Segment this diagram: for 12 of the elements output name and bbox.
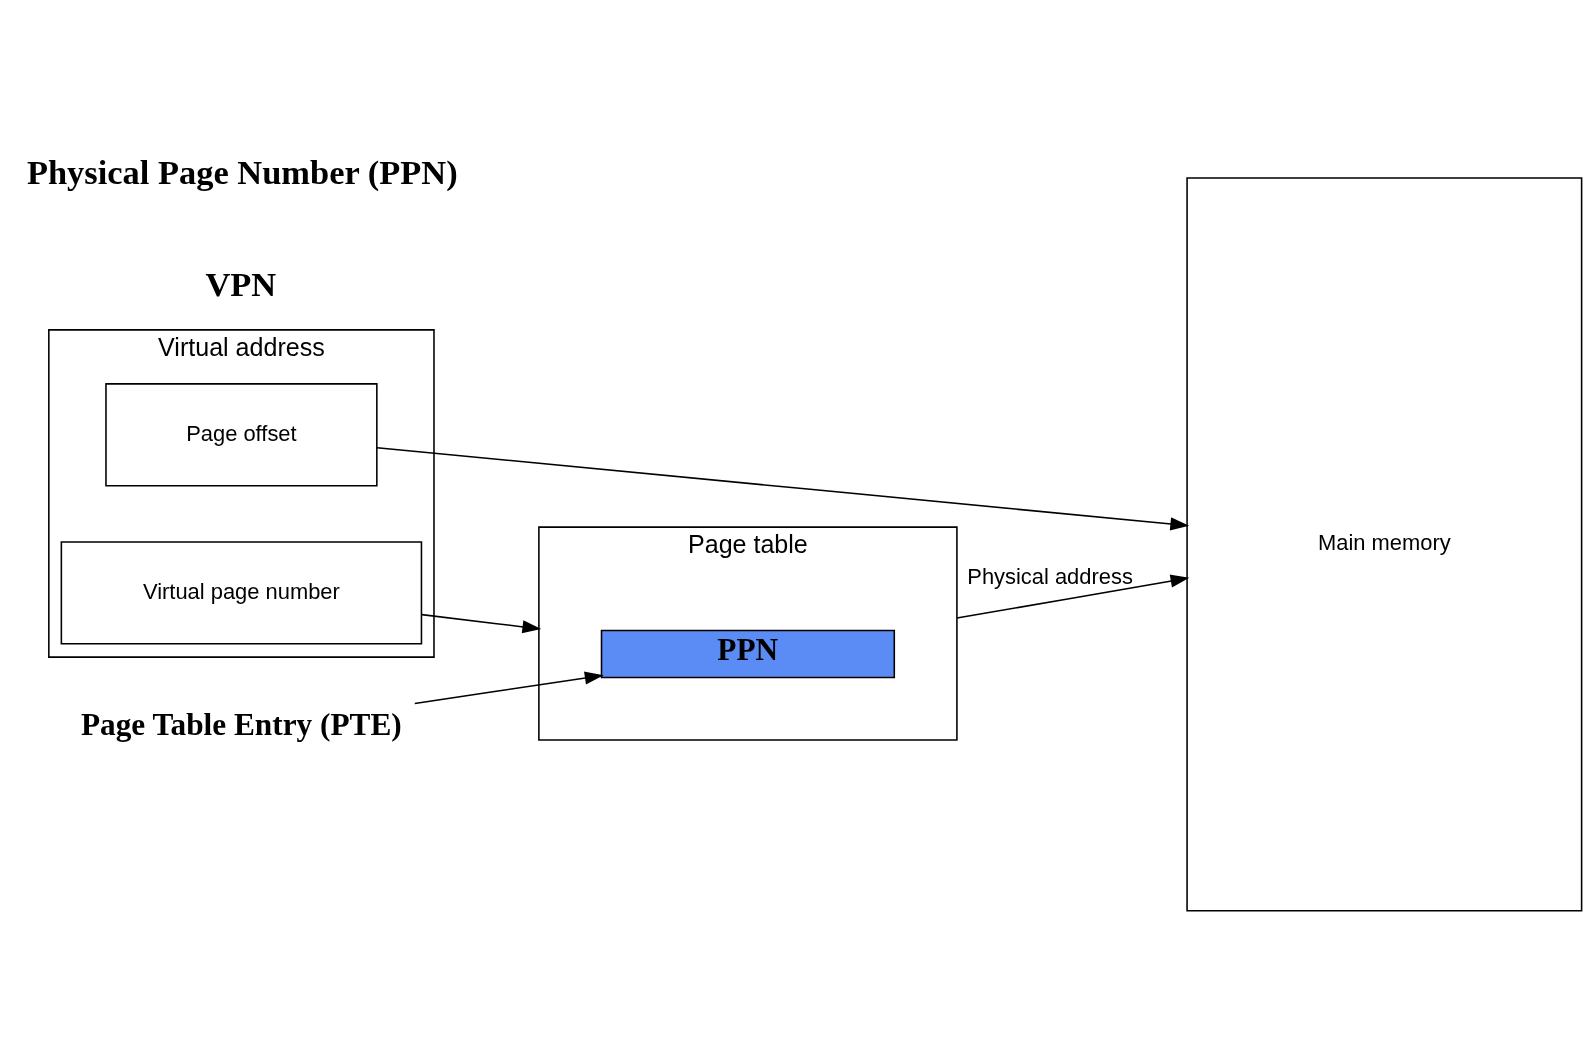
node-box: Main memory [1186,177,1583,912]
node-box: PPN [600,629,896,679]
arrow [376,446,1190,531]
node-text: Page Table Entry (PTE) [80,707,402,743]
label: VPN [205,265,277,304]
node-box: Page offset [105,383,378,487]
arrow [956,574,1190,619]
label: Physical Page Number (PPN) [26,152,458,191]
arrow [414,671,604,705]
arrow [421,613,542,634]
node-box: Virtual page number [60,541,423,645]
edge-label: Physical address [967,563,1133,589]
